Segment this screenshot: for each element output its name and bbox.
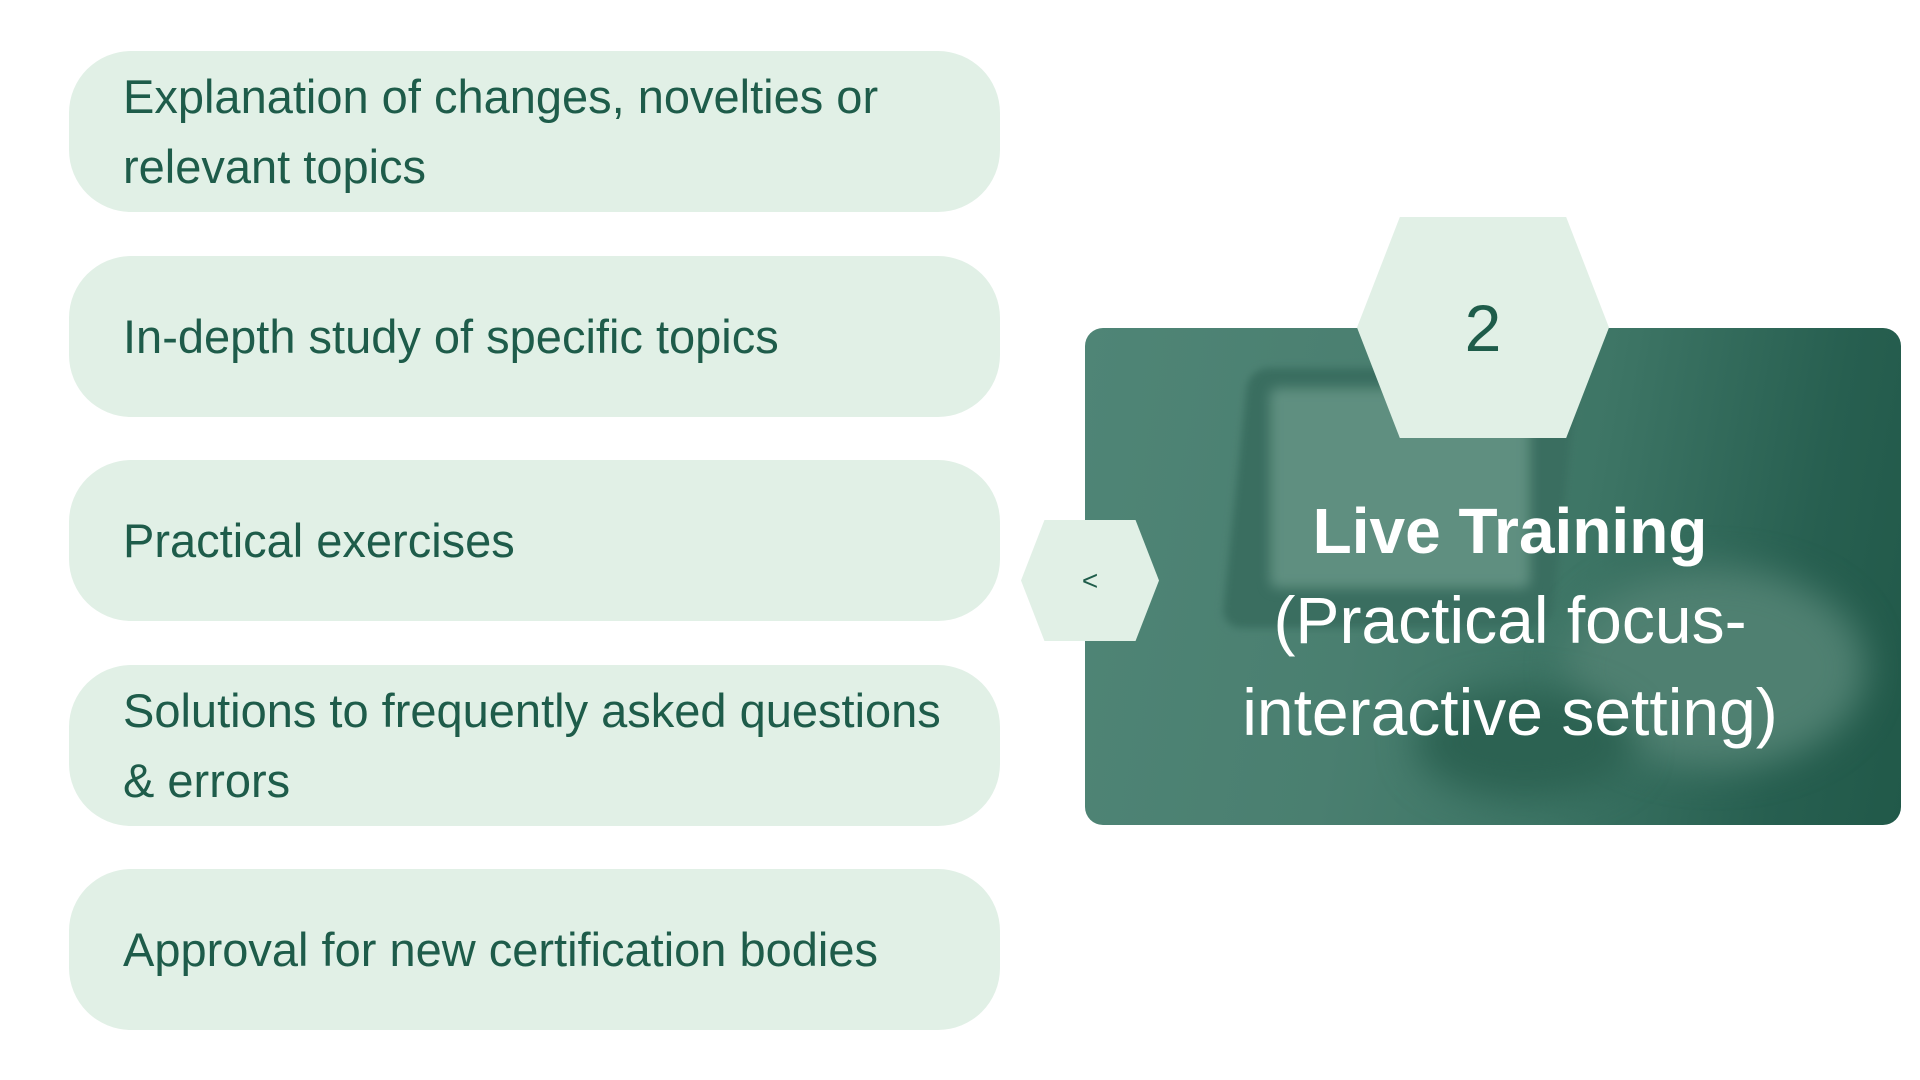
- topic-label: In-depth study of specific topics: [123, 309, 779, 363]
- topic-label: Approval for new certification bodies: [123, 922, 879, 976]
- topic-item: In-depth study of specific topics: [69, 256, 1000, 417]
- collapse-button[interactable]: <: [1021, 520, 1159, 641]
- chevron-left-icon: <: [1081, 564, 1099, 596]
- topic-label: Solutions to frequently asked questions …: [123, 683, 941, 807]
- card-title: Live Training: [1312, 495, 1708, 567]
- step-number-hexagon: 2: [1357, 217, 1609, 438]
- card-title-block: Live Training (Practical focus-interacti…: [1180, 488, 1840, 758]
- topic-label: Explanation of changes, novelties or rel…: [123, 69, 879, 193]
- desk-object-shape: [1415, 688, 1635, 798]
- topic-item: Solutions to frequently asked questions …: [69, 665, 1000, 826]
- topic-item: Explanation of changes, novelties or rel…: [69, 51, 1000, 212]
- topic-item: Practical exercises: [69, 460, 1000, 621]
- step-number: 2: [1464, 290, 1502, 365]
- card-subtitle: (Practical focus-interactive setting): [1242, 583, 1778, 749]
- topic-label: Practical exercises: [123, 513, 515, 567]
- topic-item: Approval for new certification bodies: [69, 869, 1000, 1030]
